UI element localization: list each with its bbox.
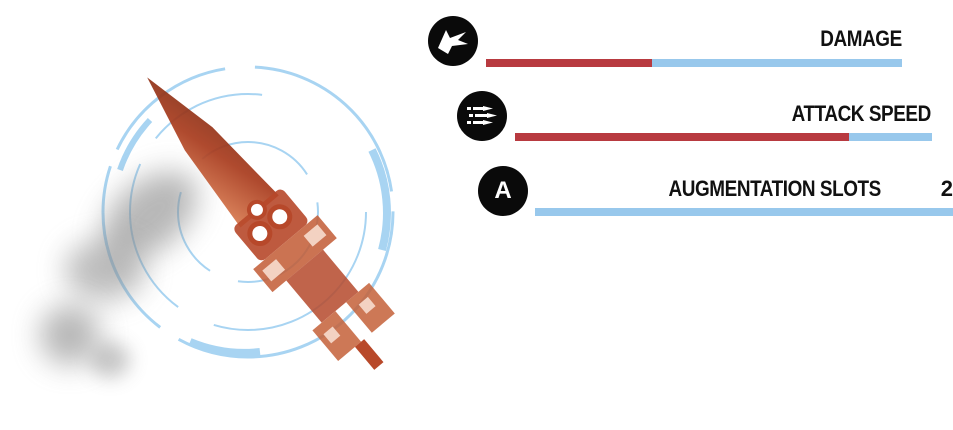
stat-bar-fill — [515, 133, 849, 141]
stat-label: ATTACK SPEED — [791, 101, 932, 126]
stat-bar — [486, 59, 902, 67]
stat-label: AUGMENTATION SLOTS — [668, 176, 882, 201]
stat-attack-speed: ATTACK SPEED — [457, 91, 937, 151]
rocket-body — [147, 77, 395, 370]
stat-value: 2 — [940, 176, 953, 201]
stat-label: DAMAGE — [820, 26, 902, 51]
stat-bar — [535, 208, 953, 216]
stat-bar-fill — [486, 59, 653, 67]
weapon-preview — [0, 0, 420, 425]
bird-swoop-icon — [428, 16, 478, 66]
stat-bar — [515, 133, 932, 141]
stat-augmentation-slots: A AUGMENTATION SLOTS 2 — [478, 166, 953, 226]
stat-damage: DAMAGE — [428, 16, 908, 76]
smoke-trail — [40, 171, 198, 378]
rocket-launcher-weapon-icon — [40, 65, 395, 378]
bullets-icon — [457, 91, 507, 141]
letter-a-icon: A — [478, 166, 528, 216]
